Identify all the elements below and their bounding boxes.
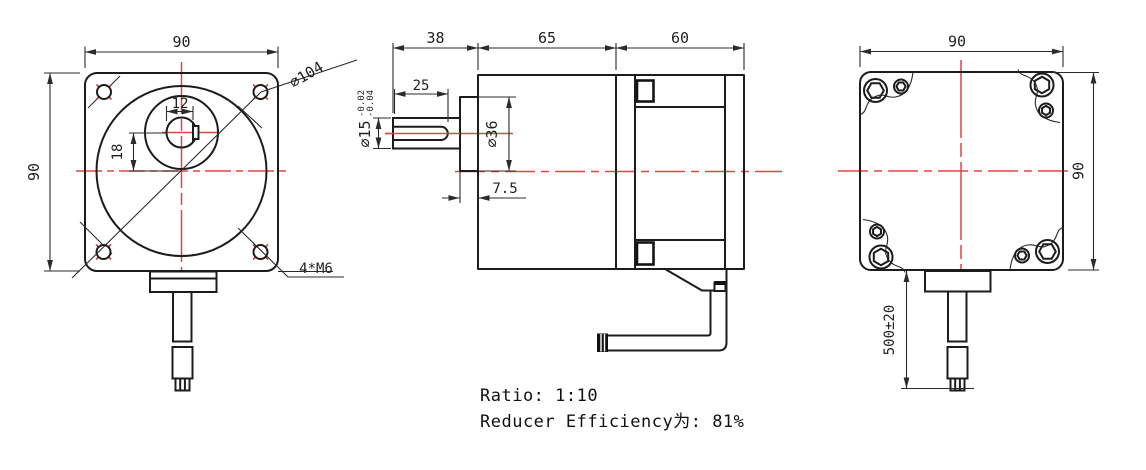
connector (597, 333, 608, 352)
front-offset-value: 18 (110, 144, 126, 161)
front-view: ∅104 4*M6 90 90 12 (25, 33, 358, 392)
front-height-value: 90 (25, 163, 43, 181)
motor-corner-boss (635, 79, 655, 103)
side-dim-boss-dia: ∅36 (478, 96, 516, 172)
corner-screw-group (1009, 226, 1064, 271)
motor-length-value: 60 (671, 29, 689, 47)
connector (946, 346, 969, 380)
shaft-dia-tol-upper: -0.02 (357, 90, 367, 117)
cable (172, 291, 193, 343)
side-view: 38 65 60 25 ∅15 -0.02 -0.04 (356, 29, 782, 352)
back-dim-cable-length: 500±20 (882, 271, 974, 390)
front-dim-offset: 18 (110, 132, 178, 172)
cable-inner (606, 289, 712, 337)
motor-corner-boss (635, 241, 655, 266)
back-view: 90 90 500±20 (838, 33, 1099, 392)
side-dim-shaft-dia: ∅15 -0.02 -0.04 (356, 90, 391, 150)
front-mount-holes (79, 75, 269, 261)
back-height-value: 90 (1070, 162, 1088, 180)
front-body-circle (95, 85, 268, 257)
cable (947, 290, 968, 343)
cable-clamp (714, 281, 726, 285)
notes-block: Ratio: 1:10 Reducer Efficiency为: 81% (480, 386, 744, 432)
corner-screw-group (1017, 68, 1061, 124)
back-dim-width: 90 (859, 33, 1064, 67)
front-dim-height: 90 (25, 72, 80, 272)
shaft-section-value: 38 (426, 29, 444, 47)
mount-hole (95, 243, 112, 261)
side-shaft (385, 96, 479, 172)
front-cable-assembly (149, 270, 333, 392)
boss-step-value: 7.5 (492, 181, 517, 197)
front-mount-label: 4*M6 (237, 227, 344, 278)
back-width-value: 90 (948, 33, 966, 51)
front-centerlines (76, 62, 288, 282)
corner-screw-group (859, 72, 914, 116)
mount-holes-label: 4*M6 (299, 261, 333, 277)
side-dim-boss-step: 7.5 (442, 150, 526, 203)
front-dim-key: 12 (165, 96, 194, 121)
mount-hole (95, 83, 113, 101)
efficiency-note: Reducer Efficiency为: 81% (480, 412, 744, 432)
cable-outer (606, 289, 728, 352)
ratio-note: Ratio: 1:10 (480, 386, 598, 406)
boss-dia-value: ∅36 (483, 120, 501, 147)
bolt-circle-label: ∅104 (286, 58, 326, 92)
back-dim-height: 90 (1053, 71, 1099, 271)
mount-hole (252, 243, 269, 261)
side-cable-assembly (597, 268, 728, 352)
cable-gland (924, 270, 992, 293)
shaft-dia-tol-lower: -0.04 (366, 90, 376, 117)
front-key-value: 12 (172, 96, 189, 112)
motor-body (615, 74, 745, 270)
front-width-value: 90 (172, 33, 190, 51)
connector (171, 346, 194, 380)
key-length-value: 25 (413, 78, 430, 94)
shaft-dia-value: ∅15 (356, 120, 374, 147)
gearbox-length-value: 65 (538, 29, 556, 47)
back-cable-assembly (924, 270, 992, 392)
connector-pins (174, 377, 191, 392)
side-dim-key-length: 25 (393, 78, 449, 122)
front-dim-width: 90 (84, 33, 279, 68)
front-bolt-circle-dim: ∅104 (71, 58, 358, 279)
back-centerlines (838, 60, 1073, 284)
cable-gland (149, 270, 218, 293)
corner-screw-group (862, 218, 906, 274)
cable-length-value: 500±20 (882, 305, 898, 356)
side-dim-lengths: 38 65 60 (392, 29, 745, 113)
